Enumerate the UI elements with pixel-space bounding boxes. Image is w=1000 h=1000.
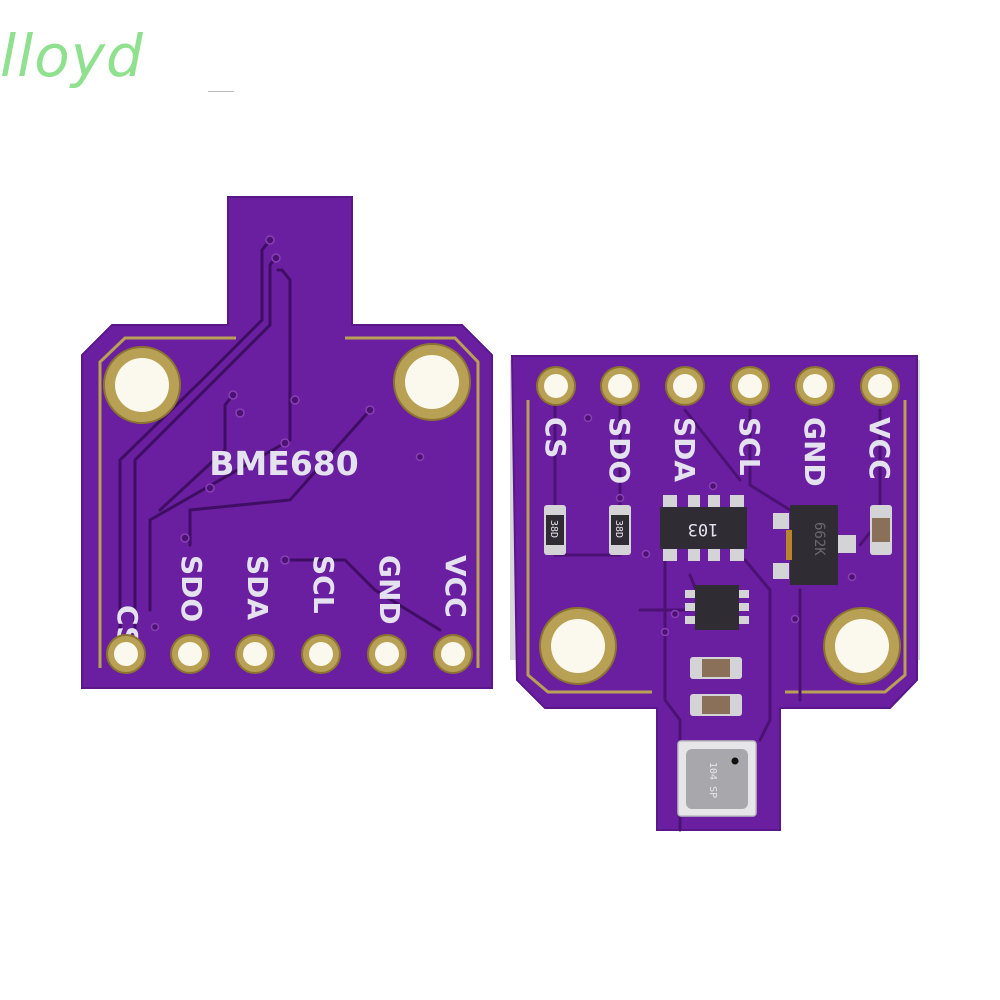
svg-text:103: 103 <box>688 519 719 539</box>
smd-resistor: 38D <box>609 505 631 555</box>
smd-capacitor <box>690 657 742 679</box>
pin-label: SDA <box>241 555 274 620</box>
svg-text:104 SP: 104 SP <box>707 762 718 798</box>
resistor-network: 103 <box>660 495 747 561</box>
header-pads <box>536 366 900 406</box>
pin-label: VCC <box>863 417 896 480</box>
watermark-underline <box>208 91 234 92</box>
pin-label: GND <box>373 555 406 625</box>
pin-label: SDA <box>668 417 701 482</box>
smd-capacitor <box>870 505 892 555</box>
bme680-sensor: 104 SP <box>677 740 757 817</box>
pin-label: SDO <box>603 417 636 484</box>
small-ic <box>685 585 749 630</box>
board-back: BME680 CS SDO SDA SCL GND VCC <box>81 196 493 689</box>
pin-label: VCC <box>439 555 472 618</box>
board-front: CS SDO SDA SCL GND VCC 38D 38D 103 <box>510 355 920 832</box>
svg-text:662K: 662K <box>811 522 827 556</box>
pin-label: CS <box>539 417 572 458</box>
pin-label: SDO <box>175 555 208 622</box>
smd-resistor: 38D <box>544 505 566 555</box>
model-label: BME680 <box>209 444 358 483</box>
svg-text:38D: 38D <box>613 520 624 538</box>
pin-label: SCL <box>733 417 766 476</box>
smd-capacitor <box>690 694 742 716</box>
voltage-regulator: 662K <box>773 505 856 585</box>
pin-label: GND <box>798 417 831 487</box>
watermark-text: lloyd <box>0 22 144 90</box>
header-pads <box>106 634 473 674</box>
pin-label: SCL <box>307 555 340 614</box>
svg-text:38D: 38D <box>548 520 559 538</box>
